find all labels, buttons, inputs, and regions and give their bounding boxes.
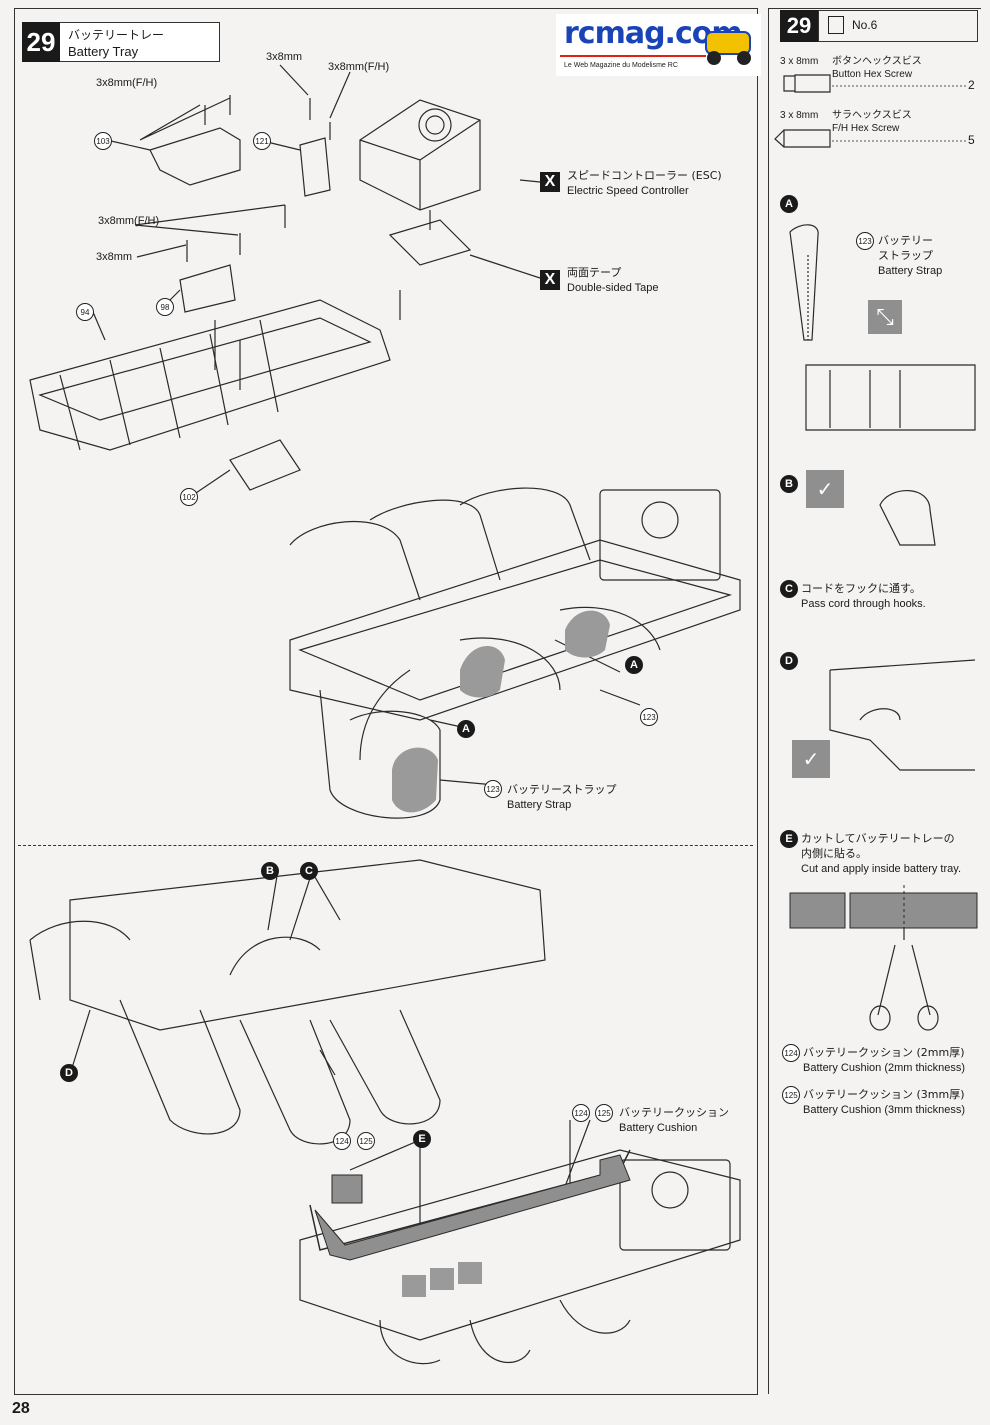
- callout-b: B: [261, 862, 279, 880]
- sidebar-bag-box: [818, 10, 978, 42]
- sidebar-bag-label: No.6: [852, 18, 878, 32]
- callout-a-1: A: [625, 656, 643, 674]
- main-frame: [14, 8, 758, 1395]
- part-number-123-a: 123: [640, 708, 658, 726]
- logo-tagline: Le Web Magazine du Modelisme RC: [564, 62, 678, 69]
- page-number: 28: [12, 1400, 30, 1417]
- scissors-icon: [880, 940, 881, 941]
- part-1-qty: 2: [968, 78, 975, 92]
- sidebar-detail-b: B: [780, 475, 798, 493]
- cushion-label-en: Battery Cushion: [619, 1122, 698, 1134]
- part-number-94: 94: [76, 303, 94, 321]
- tape-label-jp: 両面テープ: [567, 266, 622, 279]
- tape-marker: X: [540, 270, 560, 290]
- rcmag-logo[interactable]: rcmag.com Le Web Magazine du Modelisme R…: [556, 14, 761, 76]
- part-1-jp: ボタンヘックスビス: [832, 56, 922, 67]
- part-2-size: 3 x 8mm: [780, 110, 819, 121]
- screw-label-fh-top-left: 3x8mm(F/H): [96, 77, 158, 89]
- part-number-102: 102: [180, 488, 198, 506]
- sidebar-step-number: 29: [780, 10, 818, 42]
- step-title-jp: バッテリートレー: [68, 28, 165, 42]
- part-number-124-b: 124: [572, 1104, 590, 1122]
- section-divider: [18, 845, 753, 846]
- sidebar-hook-en: Pass cord through hooks.: [801, 598, 926, 610]
- screw-label-mid: 3x8mm: [96, 251, 133, 263]
- sidebar-part-124: 124: [782, 1044, 800, 1062]
- part-number-98: 98: [156, 298, 174, 316]
- sidebar-cut-en: Cut and apply inside battery tray.: [801, 863, 961, 875]
- logo-car-icon: [560, 31, 751, 65]
- part-2-qty: 5: [968, 133, 975, 147]
- sidebar-cut-jp2: 内側に貼る。: [801, 847, 867, 860]
- tape-label-en: Double-sided Tape: [567, 282, 659, 294]
- sidebar-strap-jp2: ストラップ: [878, 249, 933, 262]
- sidebar-detail-d: D: [780, 652, 798, 670]
- part-1-en: Button Hex Screw: [832, 69, 913, 80]
- sidebar-detail-e: E: [780, 830, 798, 848]
- sidebar-part-123: 123: [856, 232, 874, 250]
- part-number-103: 103: [94, 132, 112, 150]
- part-number-124: 124: [333, 1132, 351, 1150]
- part-number-125: 125: [357, 1132, 375, 1150]
- part-2-jp: サラヘックスビス: [832, 110, 912, 121]
- glue-icon-d: ✓: [802, 748, 820, 771]
- glue-icon: ✓: [816, 478, 834, 501]
- part-2-en: F/H Hex Screw: [832, 123, 900, 134]
- sidebar-strap-jp1: バッテリー: [878, 234, 933, 247]
- part-number-125-b: 125: [595, 1104, 613, 1122]
- cushion-125-en: Battery Cushion (3mm thickness): [803, 1104, 965, 1116]
- esc-label-en: Electric Speed Controller: [567, 185, 689, 197]
- part-number-121: 121: [253, 132, 271, 150]
- step-number: 29: [22, 22, 60, 62]
- callout-a-2: A: [457, 720, 475, 738]
- callout-c: C: [300, 862, 318, 880]
- parts-bag-icon: [828, 16, 844, 34]
- screw-label-fh-top-right: 3x8mm(F/H): [328, 61, 390, 73]
- cushion-124-en: Battery Cushion (2mm thickness): [803, 1062, 965, 1074]
- sidebar-hook-jp: コードをフックに通す。: [801, 582, 921, 595]
- sidebar-cut-jp1: カットしてバッテリートレーの: [801, 832, 955, 845]
- part-number-123-b: 123: [484, 780, 502, 798]
- strap-label-jp: バッテリーストラップ: [507, 783, 617, 796]
- sidebar-part-125: 125: [782, 1086, 800, 1104]
- button-hex-screw-icon: [784, 76, 785, 77]
- cushion-124-jp: バッテリークッション (2mm厚): [803, 1046, 965, 1059]
- part-1-size: 3 x 8mm: [780, 56, 819, 67]
- callout-d: D: [60, 1064, 78, 1082]
- callout-e: E: [413, 1130, 431, 1148]
- sidebar-detail-a: A: [780, 195, 798, 213]
- cushion-label-jp: バッテリークッション: [619, 1106, 729, 1119]
- screw-label-fh-mid: 3x8mm(F/H): [98, 215, 160, 227]
- fh-hex-screw-icon: [784, 130, 785, 131]
- expand-arrows-icon: ⤡: [876, 304, 894, 329]
- sidebar-frame: [768, 8, 981, 1394]
- sidebar-detail-c: C: [780, 580, 798, 598]
- sidebar-strap-en: Battery Strap: [878, 265, 943, 277]
- esc-marker: X: [540, 172, 560, 192]
- strap-label-en: Battery Strap: [507, 799, 572, 811]
- step-title-en: Battery Tray: [68, 44, 139, 59]
- screw-label-top-center: 3x8mm: [266, 51, 303, 63]
- cushion-125-jp: バッテリークッション (3mm厚): [803, 1088, 965, 1101]
- esc-label-jp: スピードコントローラー (ESC): [567, 169, 722, 182]
